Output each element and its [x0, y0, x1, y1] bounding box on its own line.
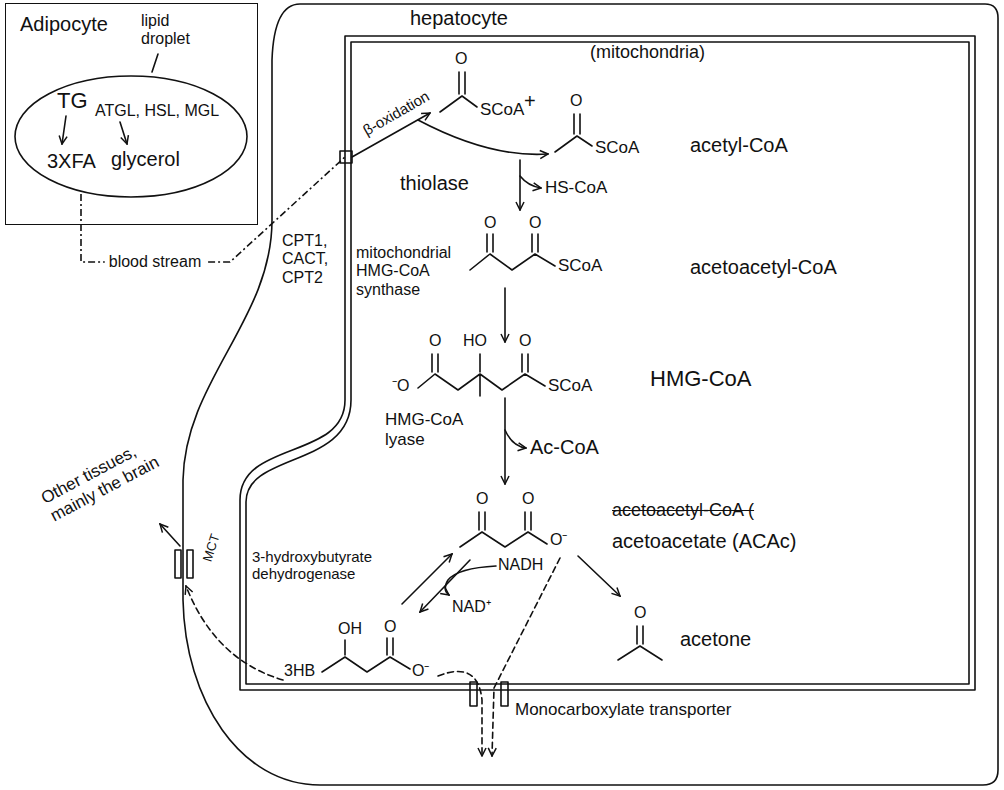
atom-label: O	[634, 604, 646, 622]
acetoacetate-bonds	[460, 512, 547, 547]
cell-title: hepatocyte	[410, 7, 508, 30]
lipid-label: TG	[57, 88, 88, 113]
metabolite-name: acetoacetyl-CoA	[690, 256, 837, 279]
acetyl-coa-bonds	[440, 72, 477, 112]
leader-line	[152, 54, 158, 72]
enzyme-label: mitochondrial HMG-CoA synthase	[356, 244, 468, 299]
atom-label: O	[529, 214, 541, 232]
atom-label: O	[570, 92, 582, 110]
metabolite-name: acetone	[680, 628, 751, 651]
acetone-bonds	[618, 626, 662, 660]
group-label: SCoA	[558, 256, 602, 276]
export-path	[186, 586, 283, 680]
acetyl-coa-bonds	[555, 114, 592, 152]
cofactor-arrow	[445, 566, 496, 595]
byproduct-arrow	[520, 176, 541, 188]
group-label: SCoA	[480, 100, 524, 120]
atom-label: O	[522, 490, 534, 508]
cofactor-label: NADH	[498, 556, 543, 574]
lipolysis-arrow	[62, 116, 66, 144]
droplet-ellipse	[15, 76, 247, 197]
transporter-symbol	[501, 682, 508, 706]
oxidation-arrow	[402, 554, 452, 604]
byproduct-label: HS-CoA	[545, 178, 607, 198]
acetoacetyl-coa-bonds	[470, 234, 555, 270]
transporter-symbol	[175, 550, 181, 578]
enzyme-label: 3-hydroxybutyrate dehydrogenase	[252, 548, 402, 583]
droplet-outline	[13, 74, 249, 199]
cell-box: Adipocyte lipid dropletTG ATGL, HSL, MGL 3X…	[5, 3, 258, 225]
byproduct-label: Ac-CoA	[530, 436, 599, 459]
destination-label: Other tissues, mainly the brain	[38, 435, 162, 526]
hydroxybutyrate-bonds	[322, 638, 410, 672]
mitochondrion-outline: (mitochondria)	[238, 32, 982, 694]
metabolite-name: acetyl-CoA	[690, 134, 788, 157]
struck-note: acetoacetyl-CoA (	[612, 500, 754, 521]
lyase-arrow	[504, 398, 506, 484]
callout-label: lipid droplet	[141, 12, 205, 49]
export-arrow	[160, 524, 180, 546]
atom-label: O	[429, 332, 441, 350]
cell-title: Adipocyte	[20, 13, 108, 36]
organelle-title: (mitochondria)	[590, 42, 705, 63]
transporter-symbol	[470, 682, 477, 706]
metabolite-name: HMG-CoA	[650, 366, 751, 391]
lipid-droplet: lipid dropletTGATGL, HSL, MGL3XFAglycero…	[13, 74, 249, 199]
beta-oxidation-arrow	[418, 120, 548, 154]
edge-label: blood stream	[105, 253, 206, 271]
transporter-symbol	[187, 550, 193, 578]
atom-label: O⁻	[550, 531, 567, 549]
metabolite-name: acetoacetate (ACAc)	[612, 530, 797, 553]
enzyme-label: thiolase	[400, 172, 469, 195]
cofactor-label: NAD⁺	[452, 598, 491, 616]
thiolase-arrow	[519, 160, 521, 210]
atom-label: O	[484, 214, 496, 232]
mitochondrion-outline-svg	[238, 32, 982, 694]
enzyme-label: ATGL, HSL, MGL	[95, 102, 219, 120]
atom-label: HO	[463, 332, 487, 350]
drawing-group	[62, 54, 662, 756]
membrane-line	[246, 42, 969, 684]
product-label: glycerol	[111, 148, 180, 171]
atom-label: ⁻O	[392, 377, 409, 395]
atom-label: O	[519, 332, 531, 350]
process-label: β-oxidation	[360, 87, 432, 139]
export-path	[492, 558, 560, 756]
group-label: SCoA	[548, 376, 592, 396]
lipolysis-arrow	[120, 122, 127, 144]
product-label: 3XFA	[47, 150, 96, 173]
transporter-label: MCT	[201, 532, 224, 563]
atom-label: O⁻	[412, 662, 429, 680]
enzyme-label: HMG-CoA lyase	[385, 410, 470, 449]
atom-label: O	[455, 50, 467, 68]
group-label: SCoA	[595, 138, 639, 158]
metabolite-name: 3HB	[284, 662, 315, 680]
decarboxylation-arrow	[578, 556, 620, 596]
synthase-arrow	[504, 288, 506, 342]
atom-label: OH	[338, 620, 362, 638]
transporter-label: Monocarboxylate transporter	[515, 700, 731, 720]
atom-label: O	[384, 618, 396, 636]
transporter-label: CPT1, CACT, CPT2	[282, 232, 338, 287]
byproduct-arrow	[505, 430, 526, 448]
plus-sign: +	[524, 90, 536, 113]
membrane-line	[183, 4, 998, 785]
membrane-line	[240, 36, 975, 690]
atom-label: O	[476, 490, 488, 508]
hmg-coa-bonds	[418, 354, 545, 396]
